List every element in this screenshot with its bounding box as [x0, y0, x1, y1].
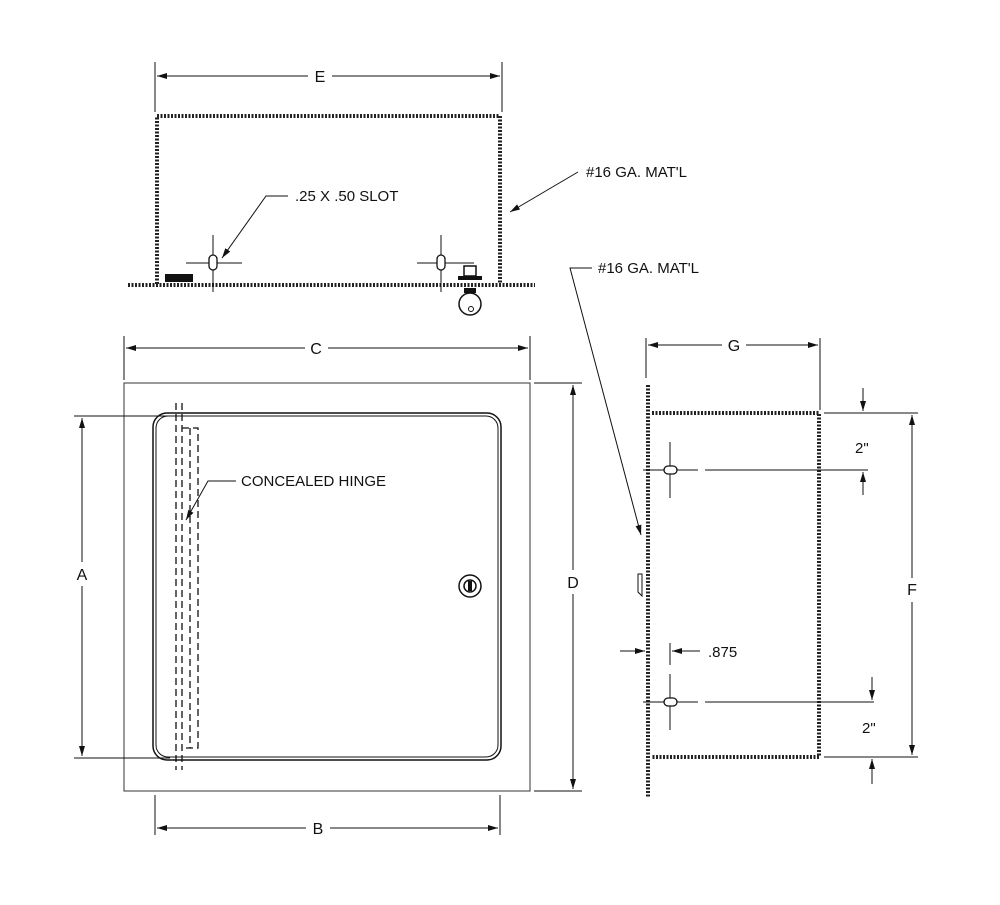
dimension-f-label: F: [907, 582, 917, 599]
dimension-c-label: C: [310, 341, 322, 358]
lock-icon: [458, 574, 482, 598]
dimension-e-label: E: [315, 69, 326, 86]
dimension-b-label: B: [313, 821, 324, 838]
outer-frame: [123, 382, 531, 792]
top-view: E .25 X .50 SLOT #16 GA. MAT'L: [128, 62, 687, 316]
slot-lower: [643, 674, 874, 730]
front-view: C CONCEALED HINGE A D B: [74, 336, 582, 838]
material-callout-top: #16 GA. MAT'L: [586, 164, 687, 181]
cam-lock-icon: [458, 265, 482, 316]
slot-right: [417, 235, 474, 292]
dimension-g-label: G: [728, 338, 740, 355]
slot-upper: [643, 442, 868, 498]
hinge-callout: CONCEALED HINGE: [241, 473, 386, 490]
dimension-a-label: A: [77, 567, 88, 584]
side-view: G F 2" 2" .875 #16 GA.: [569, 260, 918, 798]
latch-icon: [165, 274, 193, 282]
bottom-offset-label: 2": [862, 720, 876, 737]
top-offset-label: 2": [855, 440, 869, 457]
door-panel: [152, 412, 502, 761]
dimension-d-label: D: [567, 575, 579, 592]
slot-callout: .25 X .50 SLOT: [295, 188, 398, 205]
material-callout-side: #16 GA. MAT'L: [598, 260, 699, 277]
enclosure-outline: [155, 114, 502, 284]
slot-offset-label: .875: [708, 644, 737, 661]
concealed-hinge: [175, 403, 199, 770]
box-outline: [652, 411, 821, 759]
slot-left: [186, 235, 242, 292]
